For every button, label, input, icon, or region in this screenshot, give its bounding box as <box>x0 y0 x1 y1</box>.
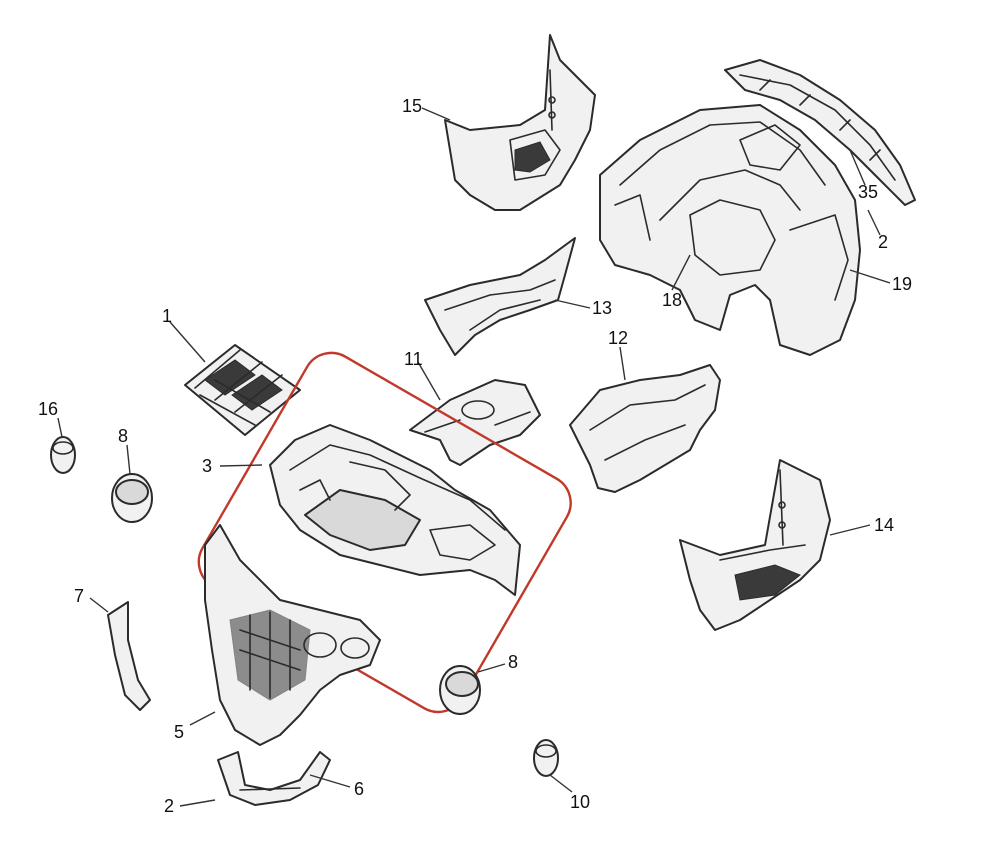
callout-1: 1 <box>162 306 172 326</box>
callout-10: 10 <box>570 792 590 812</box>
part-13-inner-panel <box>424 237 576 356</box>
part-16-cap <box>50 436 76 474</box>
part-19-rear-fender <box>599 104 861 356</box>
part-8-upper-cap <box>111 473 153 523</box>
callout-18: 18 <box>662 290 682 310</box>
callout-14: 14 <box>874 515 894 535</box>
callout-12: 12 <box>608 328 628 348</box>
part-35-rear-rail <box>724 59 916 206</box>
callout-7: 7 <box>74 586 84 606</box>
callout-6: 6 <box>354 779 364 799</box>
part-5-front-grille <box>204 524 381 746</box>
callout-35: 35 <box>858 182 878 202</box>
callout-3: 3 <box>202 456 212 476</box>
part-8-lower-cap <box>439 665 481 715</box>
callout-19: 19 <box>892 274 912 294</box>
part-1-front-grid <box>184 344 301 436</box>
callout-11: 11 <box>404 349 423 369</box>
callout-8-upper: 8 <box>118 426 128 446</box>
part-7-side-bracket <box>107 601 151 711</box>
part-15-left-footrest <box>444 34 596 211</box>
part-10-cap <box>533 739 559 777</box>
part-3-front-tray <box>197 351 572 714</box>
part-11-top-cover <box>409 379 541 466</box>
part-6-skid <box>217 751 331 806</box>
callout-5: 5 <box>174 722 184 742</box>
callout-labels: 15 35 2 19 18 13 1 12 11 16 8 3 14 7 8 5… <box>38 96 912 816</box>
callout-2-rear: 2 <box>878 232 888 252</box>
part-12-right-panel <box>569 364 721 493</box>
leader-lines <box>57 107 891 807</box>
part-14-right-footrest <box>679 459 831 631</box>
callout-2-front: 2 <box>164 796 174 816</box>
callout-15: 15 <box>402 96 422 116</box>
callout-16: 16 <box>38 399 58 419</box>
callout-8-lower: 8 <box>508 652 518 672</box>
callout-13: 13 <box>592 298 612 318</box>
